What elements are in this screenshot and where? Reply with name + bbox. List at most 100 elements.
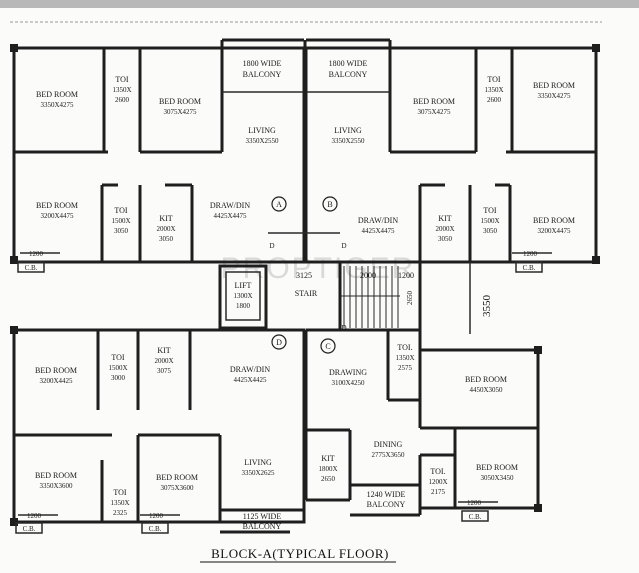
c-toi1-name: TOI. — [397, 343, 412, 352]
d-living-size: 3350X2625 — [241, 469, 275, 477]
door-d2: D — [341, 242, 346, 250]
stair-dim-3125: 3125 — [296, 271, 312, 280]
c-balcony-name-b: BALCONY — [367, 500, 406, 509]
d-balcony-name-b: BALCONY — [243, 522, 282, 531]
b-bed3-size: 3200X4475 — [537, 227, 571, 235]
d-kit-size-b: 3075 — [157, 367, 172, 375]
watermark: PROPTIGER — [221, 252, 416, 285]
c-toi2-name: TOI. — [430, 467, 445, 476]
d-toi2-size-b: 2325 — [113, 509, 128, 517]
b-kit-size-a: 2000X — [435, 225, 454, 233]
door-d1: D — [269, 242, 274, 250]
c-cb: C.B. — [469, 513, 482, 521]
a-bed3-size: 3200X4475 — [40, 212, 74, 220]
a-cb: C.B. — [25, 264, 38, 272]
column-marker — [10, 44, 18, 52]
d-toi1-name: TOI — [111, 353, 125, 362]
column-marker — [592, 256, 600, 264]
d-draw-name: DRAW/DIN — [230, 365, 270, 374]
a-bed1-name: BED ROOM — [36, 90, 78, 99]
a-toi2-size-b: 3050 — [114, 227, 129, 235]
d-kit-name: KIT — [157, 346, 170, 355]
b-bed1-size: 3075X4275 — [417, 108, 451, 116]
lift-car — [225, 271, 261, 321]
d-cb1: C.B. — [23, 525, 36, 533]
c-toi1-size-a: 1350X — [395, 354, 414, 362]
d-balcony-name-a: 1125 WIDE — [243, 512, 282, 521]
lift-name: LIFT — [235, 281, 252, 290]
b-toi2-size-b: 3050 — [483, 227, 498, 235]
a-balcony-name-a: 1800 WIDE — [243, 59, 282, 68]
b-living-size: 3350X2550 — [331, 137, 365, 145]
a-bed2-name: BED ROOM — [159, 97, 201, 106]
stair-dim-3550: 3550 — [481, 295, 493, 318]
d-bed1-size: 3200X4425 — [39, 377, 73, 385]
flat-b-letter: B — [327, 200, 332, 209]
flat-d-walls — [12, 328, 306, 534]
column-marker — [10, 326, 18, 334]
a-draw-name: DRAW/DIN — [210, 201, 250, 210]
a-balcony-name-b: BALCONY — [243, 70, 282, 79]
lift-size-b: 1800 — [236, 302, 251, 310]
d-living-name: LIVING — [244, 458, 272, 467]
a-toi1-name: TOI — [115, 75, 129, 84]
d-bed1-name: BED ROOM — [35, 366, 77, 375]
a-toi1-size-b: 2600 — [115, 96, 130, 104]
b-bed2-size: 3350X4275 — [537, 92, 571, 100]
flat-b-marker — [322, 196, 338, 212]
d-cb2-box — [141, 522, 169, 534]
d-bed2-size: 3350X3600 — [39, 482, 73, 490]
b-bed1-name: BED ROOM — [413, 97, 455, 106]
c-dining-size: 2775X3650 — [371, 451, 405, 459]
lift-size-a: 1300X — [233, 292, 252, 300]
a-living-name: LIVING — [248, 126, 276, 135]
c-balcony-name-a: 1240 WIDE — [367, 490, 406, 499]
column-marker — [10, 256, 18, 264]
column-marker — [10, 518, 18, 526]
column-marker — [534, 504, 542, 512]
d-dim-1200b: 1200 — [149, 512, 164, 520]
c-drawing-size: 3100X4250 — [331, 379, 365, 387]
d-draw-size: 4425X4425 — [233, 376, 267, 384]
c-dining-name: DINING — [374, 440, 403, 449]
flat-c-letter: C — [325, 342, 330, 351]
b-living-name: LIVING — [334, 126, 362, 135]
lift-shaft — [218, 264, 268, 330]
plan-title: BLOCK-A(TYPICAL FLOOR) — [211, 546, 389, 561]
a-kit-size-b: 3050 — [159, 235, 174, 243]
door-d3: D — [341, 324, 346, 332]
d-toi2-size-a: 1350X — [110, 499, 129, 507]
column-marker — [534, 346, 542, 354]
a-draw-size: 4425X4475 — [213, 212, 247, 220]
a-toi1-size-a: 1350X — [112, 86, 131, 94]
b-toi2-size-a: 1500X — [480, 217, 499, 225]
b-toi1-size-a: 1350X — [484, 86, 503, 94]
a-bed1-size: 3350X4275 — [40, 101, 74, 109]
b-toi1-size-b: 2600 — [487, 96, 502, 104]
b-toi1-name: TOI — [487, 75, 501, 84]
c-dim-1200: 1200 — [467, 499, 482, 507]
c-drawing-name: DRAWING — [329, 368, 367, 377]
a-toi2-name: TOI — [114, 206, 128, 215]
c-kit-size-a: 1800X — [318, 465, 337, 473]
column-marker — [592, 44, 600, 52]
c-toi2-size-a: 1200X — [428, 478, 447, 486]
b-cb: C.B. — [523, 264, 536, 272]
d-bed3-size: 3075X3600 — [160, 484, 194, 492]
d-bed3-name: BED ROOM — [156, 473, 198, 482]
d-bed2-name: BED ROOM — [35, 471, 77, 480]
c-kit-size-b: 2650 — [321, 475, 336, 483]
b-cb-box — [515, 261, 543, 273]
d-kit-size-a: 2000X — [154, 357, 173, 365]
stair-dim-2000: 2000 — [360, 271, 376, 280]
flat-a-marker — [271, 196, 287, 212]
c-bed2-name: BED ROOM — [476, 463, 518, 472]
c-bed1-name: BED ROOM — [465, 375, 507, 384]
stair-label: STAIR — [295, 289, 318, 298]
a-kit-size-a: 2000X — [156, 225, 175, 233]
c-bed2-size: 3050X3450 — [480, 474, 514, 482]
flat-b-walls — [304, 38, 598, 264]
b-toi2-name: TOI — [483, 206, 497, 215]
c-cb-box — [461, 510, 489, 522]
